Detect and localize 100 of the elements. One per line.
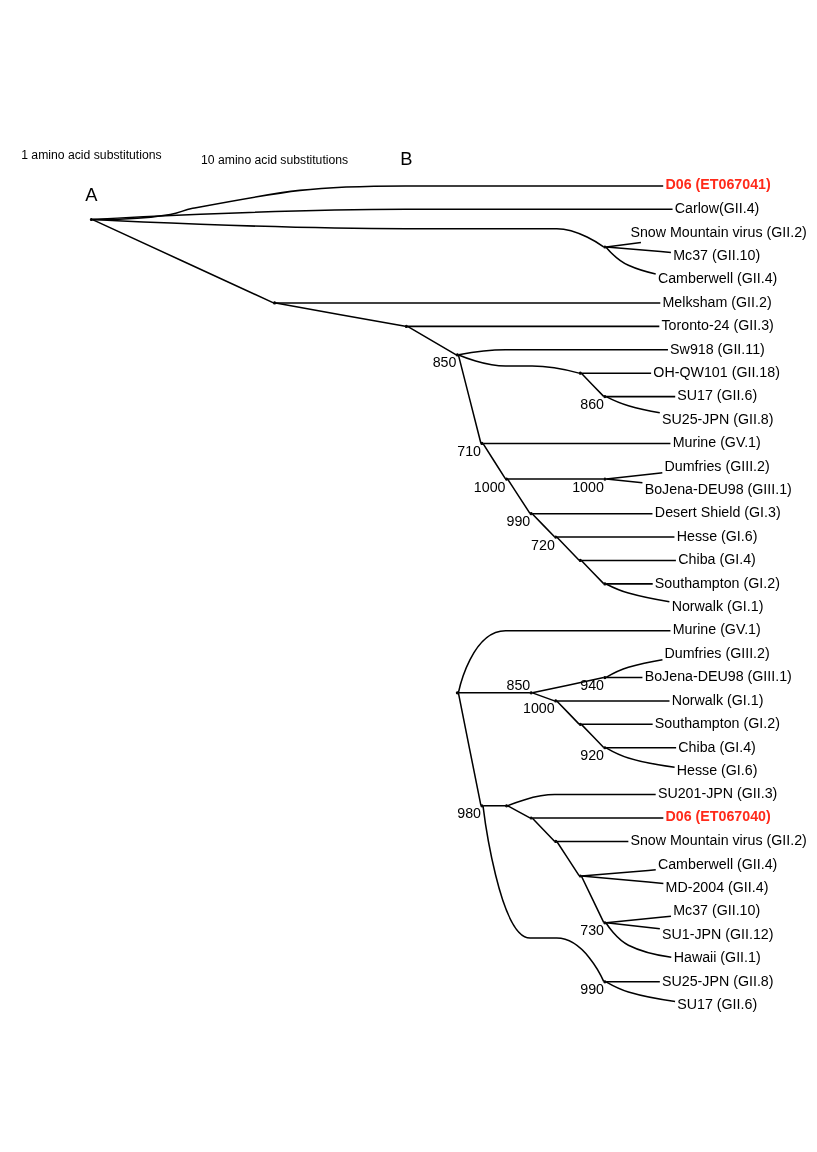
connector	[605, 395, 676, 398]
connector	[91, 208, 674, 221]
connector	[457, 629, 672, 694]
node-text: Camberwell (GII.4)	[657, 270, 778, 287]
node-text: Norwalk (GI.1)	[671, 691, 764, 708]
node-text: Snow Mountain virus (GII.2)	[630, 832, 807, 849]
node-text: Hesse (GI.6)	[676, 527, 758, 544]
node-point	[603, 245, 607, 249]
node-text: Carlow(GII.4)	[674, 200, 760, 217]
node-point	[529, 816, 533, 820]
connector	[605, 981, 661, 983]
connector	[531, 513, 556, 538]
connector	[605, 676, 644, 679]
connector	[605, 747, 676, 769]
connector	[605, 478, 644, 484]
node-text: Murine (GV.1)	[672, 621, 761, 638]
node-label: 1000	[473, 478, 506, 495]
node-point	[504, 477, 509, 481]
node-point	[603, 980, 607, 984]
node-text: SU17 (GII.6)	[677, 996, 758, 1013]
node-point	[603, 675, 607, 680]
node-text: Mc37 (GII.10)	[673, 902, 761, 919]
node-label: 850	[506, 677, 531, 694]
node-text: Murine (GV.1)	[672, 434, 761, 451]
node-text: SU25-JPN (GII.8)	[661, 410, 774, 427]
connector	[556, 700, 671, 702]
connector	[457, 692, 482, 807]
node-label: 980	[457, 805, 482, 822]
connector	[556, 536, 580, 561]
node-text: Chiba (GI.4)	[678, 738, 756, 755]
connector	[507, 805, 531, 819]
connector	[275, 302, 662, 304]
node-text: Hawaii (GII.1)	[673, 949, 761, 966]
node-text: D06 (ET067040)	[665, 807, 771, 824]
connector	[556, 536, 676, 538]
node-text: BoJena-DEU98 (GIII.1)	[644, 668, 792, 685]
connector	[605, 472, 664, 480]
node-point	[455, 353, 459, 357]
node-text: Hesse (GI.6)	[676, 761, 758, 778]
node-point	[603, 477, 607, 481]
node-label: 1000	[523, 700, 555, 717]
connector	[531, 692, 556, 702]
connector	[91, 185, 664, 221]
node-text: OH-QW101 (GII.18)	[653, 363, 780, 380]
connector	[605, 981, 676, 1003]
connector	[406, 325, 661, 328]
node-text: Sw918 (GII.11)	[670, 340, 765, 357]
label: B	[400, 147, 413, 169]
node-text: Southampton (GI.2)	[654, 715, 780, 732]
node-text: Southampton (GI.2)	[654, 574, 780, 591]
node-label: 730	[580, 922, 604, 939]
node-point	[603, 746, 607, 750]
node-label: 920	[580, 747, 604, 764]
connector	[580, 559, 677, 562]
node-point	[480, 441, 484, 446]
connector	[580, 875, 665, 885]
node-point	[455, 691, 459, 695]
node-point	[504, 804, 509, 808]
label: 1 amino acid substitutions	[21, 147, 162, 162]
connector	[482, 805, 605, 983]
label: A	[85, 183, 98, 205]
node-point	[529, 691, 533, 695]
connector	[556, 700, 580, 725]
node-point	[578, 722, 582, 726]
node-text: BoJena-DEU98 (GIII.1)	[644, 481, 792, 498]
node-label: 940	[580, 677, 604, 694]
connector	[91, 218, 605, 248]
connector	[556, 840, 630, 843]
connector	[531, 512, 654, 515]
connector	[406, 325, 457, 356]
node-label: 860	[580, 396, 604, 413]
connector	[580, 869, 657, 877]
connector	[457, 349, 669, 356]
node-label: 850	[432, 354, 457, 371]
node-text: Snow Mountain virus (GII.2)	[630, 223, 807, 240]
connector	[605, 747, 677, 749]
connector	[531, 676, 605, 694]
connector	[482, 805, 507, 807]
node-point	[480, 804, 484, 808]
node-text: Dumfries (GIII.2)	[664, 457, 770, 474]
node-point	[554, 699, 558, 703]
node-label: 720	[531, 536, 555, 553]
connector	[580, 875, 605, 924]
connector	[605, 241, 642, 248]
connector	[531, 817, 556, 842]
node-text: Camberwell (GII.4)	[657, 855, 778, 872]
connector	[605, 922, 661, 930]
connector	[580, 372, 652, 374]
node-text: SU1-JPN (GII.12)	[661, 925, 774, 942]
connector	[605, 583, 671, 603]
connector	[605, 659, 664, 679]
node-point	[603, 395, 607, 399]
node-text: SU17 (GII.6)	[677, 387, 758, 404]
node-text: Melksham (GII.2)	[662, 293, 772, 310]
node-text: MD-2004 (GII.4)	[665, 878, 769, 895]
node-text: Dumfries (GIII.2)	[664, 644, 770, 661]
node-point	[529, 512, 533, 516]
node-point	[603, 921, 607, 925]
connector	[605, 922, 673, 958]
connector	[531, 817, 665, 819]
